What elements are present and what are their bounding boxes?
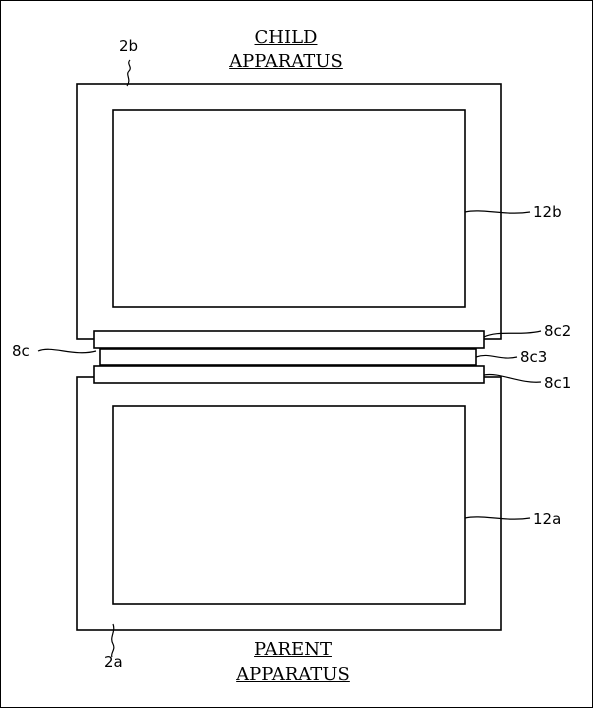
leader-8c2 bbox=[483, 330, 542, 338]
parent-display-outline bbox=[112, 405, 466, 605]
leader-12b bbox=[464, 210, 531, 214]
leader-8c bbox=[37, 348, 97, 354]
ref-label-8c3: 8c3 bbox=[520, 348, 548, 366]
parent-apparatus-title-line1: PARENT bbox=[254, 639, 332, 660]
ref-label-2b: 2b bbox=[119, 37, 139, 55]
hinge-lower-segment bbox=[93, 365, 485, 384]
ref-label-2a: 2a bbox=[104, 653, 123, 671]
parent-housing-outline bbox=[76, 376, 502, 631]
ref-label-8c1: 8c1 bbox=[544, 374, 572, 392]
hinge-upper-segment bbox=[93, 330, 485, 349]
child-apparatus-title-line2: APPARATUS bbox=[229, 51, 343, 72]
ref-label-12b: 12b bbox=[533, 203, 562, 221]
leader-2a bbox=[110, 623, 115, 658]
leader-12a bbox=[464, 516, 531, 520]
parent-apparatus-title-line2: APPARATUS bbox=[236, 664, 350, 685]
leader-2b bbox=[126, 59, 131, 87]
ref-label-12a: 12a bbox=[533, 510, 562, 528]
child-housing-outline bbox=[76, 83, 502, 340]
ref-label-8c: 8c bbox=[12, 342, 30, 360]
child-display-outline bbox=[112, 109, 466, 308]
ref-label-8c2: 8c2 bbox=[544, 322, 572, 340]
child-apparatus-title-line1: CHILD bbox=[254, 27, 318, 48]
hinge-middle-segment bbox=[99, 348, 477, 366]
leader-8c1 bbox=[483, 373, 542, 383]
leader-8c3 bbox=[475, 354, 518, 359]
